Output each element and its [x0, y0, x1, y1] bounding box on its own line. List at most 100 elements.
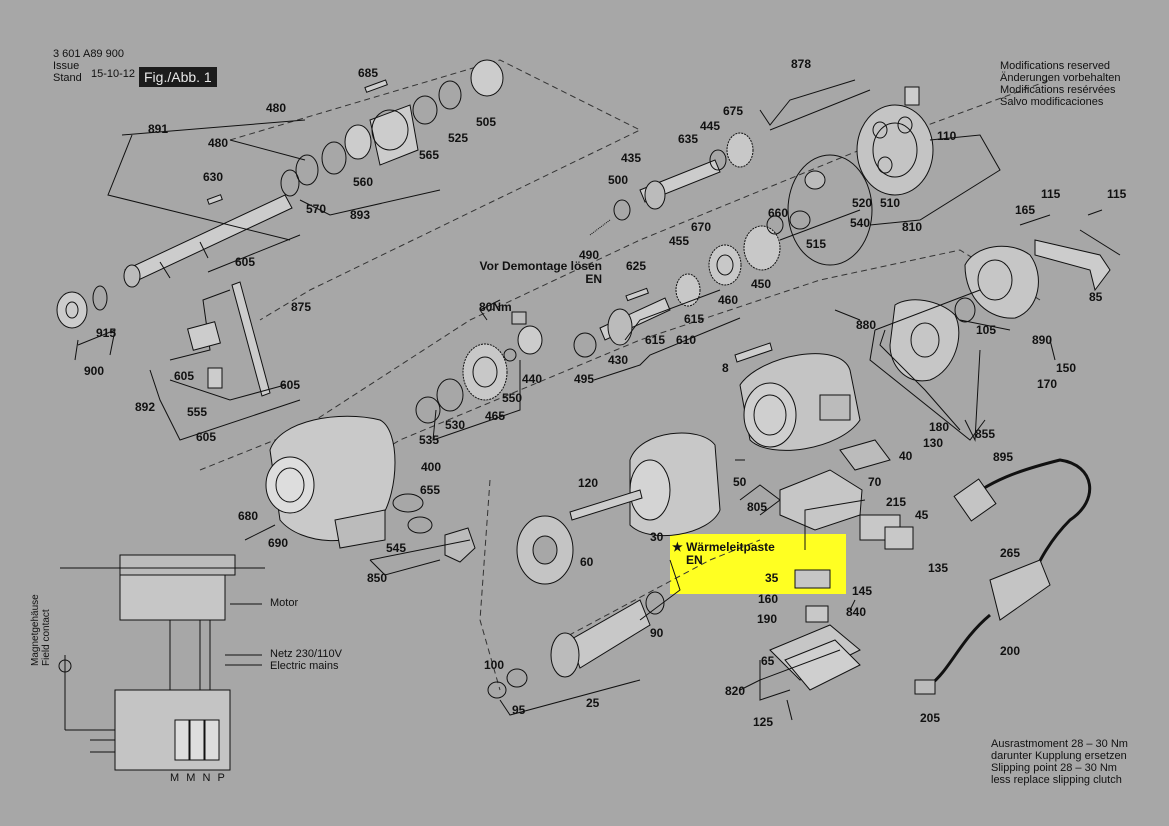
- gear-train: [415, 225, 781, 424]
- issue-date: 15-10-12: [91, 68, 136, 80]
- part-number: 170: [1037, 377, 1058, 391]
- part-number: 820: [725, 684, 746, 698]
- part-number: 200: [1000, 644, 1021, 658]
- part-number: 35: [765, 571, 779, 585]
- part-number: 100: [484, 658, 505, 672]
- modifications-note: Modifications reserved Änderungen vorbeh…: [1000, 60, 1120, 108]
- part-number: 605: [174, 369, 195, 383]
- clutch-line: Ausrastmoment 28 – 30 Nm: [991, 738, 1128, 750]
- part-number: 615: [645, 333, 666, 347]
- part-number: 480: [266, 101, 287, 115]
- part-number: 520: [852, 196, 873, 210]
- gear-flange: [856, 86, 934, 196]
- part-number: 90: [650, 626, 664, 640]
- terminal-labels: M M N P: [170, 772, 227, 784]
- thermal-paste-line: EN: [686, 553, 703, 567]
- part-number: 893: [350, 208, 371, 222]
- part-number: 50: [733, 475, 747, 489]
- part-number: 605: [235, 255, 256, 269]
- mains-line: Electric mains: [270, 660, 339, 672]
- thermal-paste-note: ★ Wärmeleitpaste EN: [672, 541, 775, 567]
- doc-number: 3 601 A89 900: [53, 48, 124, 60]
- part-number: 540: [850, 216, 871, 230]
- switch-assembly: [769, 439, 914, 721]
- part-number: 115: [1041, 187, 1061, 201]
- part-number: 95: [512, 703, 526, 717]
- part-number: 510: [880, 196, 901, 210]
- part-number: 25: [586, 696, 600, 710]
- part-number: 190: [757, 612, 778, 626]
- part-number: 400: [421, 460, 442, 474]
- mains-label: Netz 230/110V Electric mains: [270, 648, 342, 672]
- part-number: 615: [684, 312, 705, 326]
- thermal-paste-line: ★ Wärmeleitpaste: [672, 540, 775, 554]
- part-number: 40: [899, 449, 913, 463]
- part-number: 455: [669, 234, 690, 248]
- part-number: 525: [448, 131, 469, 145]
- part-number: 215: [886, 495, 907, 509]
- clutch-note: Ausrastmoment 28 – 30 Nm darunter Kupplu…: [991, 738, 1128, 786]
- part-number: 855: [975, 427, 996, 441]
- part-number: 630: [203, 170, 224, 184]
- modifications-line: Modifications reserved: [1000, 60, 1111, 72]
- part-number: 150: [1056, 361, 1077, 375]
- part-number: 165: [1015, 203, 1036, 217]
- figure-label: Fig./Abb. 1: [139, 67, 217, 87]
- part-number: 685: [358, 66, 379, 80]
- part-number: 490: [579, 248, 600, 262]
- part-number: 550: [502, 391, 523, 405]
- part-number: 670: [691, 220, 712, 234]
- part-number: 480: [208, 136, 229, 150]
- part-number: 565: [419, 148, 440, 162]
- modifications-line: Änderungen vorbehalten: [1000, 72, 1121, 84]
- part-number: 180: [929, 420, 950, 434]
- motor-field-armature: [487, 432, 721, 699]
- upper-shaft: [589, 132, 873, 266]
- mains-line: Netz 230/110V: [270, 648, 342, 660]
- part-number: 45: [915, 508, 929, 522]
- modifications-line: Salvo modificaciones: [1000, 96, 1104, 108]
- part-number: 850: [367, 571, 388, 585]
- part-number: 450: [751, 277, 772, 291]
- power-cord: [914, 458, 1092, 695]
- torque-label: 80Nm: [479, 300, 512, 314]
- part-number: 440: [522, 372, 543, 386]
- rear-cover: [954, 209, 1111, 323]
- part-number: 145: [852, 584, 873, 598]
- part-number: 900: [84, 364, 105, 378]
- part-number: 65: [761, 654, 775, 668]
- part-number: 530: [445, 418, 466, 432]
- part-number: 675: [723, 104, 744, 118]
- part-number: 690: [268, 536, 289, 550]
- part-number: 265: [1000, 546, 1021, 560]
- part-number: 605: [196, 430, 217, 444]
- part-number: 515: [806, 237, 827, 251]
- field-contact-line: Field contact: [41, 609, 52, 666]
- part-number: 605: [280, 378, 301, 392]
- rod-assembly: [149, 234, 301, 441]
- part-number: 115: [1107, 187, 1127, 201]
- part-number: 8: [722, 361, 729, 375]
- demontage-line: EN: [585, 272, 602, 286]
- part-number: 535: [419, 433, 440, 447]
- part-number: 915: [96, 326, 117, 340]
- clutch-line: less replace slipping clutch: [991, 774, 1122, 786]
- clutch-line: Slipping point 28 – 30 Nm: [991, 762, 1117, 774]
- document-header: 3 601 A89 900 Issue Stand: [53, 48, 124, 84]
- part-number: 840: [846, 605, 867, 619]
- part-number: 891: [148, 122, 169, 136]
- part-number: 545: [386, 541, 407, 555]
- part-number: 505: [476, 115, 497, 129]
- motor-housing: [739, 299, 960, 451]
- part-number: 30: [650, 530, 664, 544]
- demontage-note: Vor Demontage lösen EN: [474, 260, 602, 286]
- part-number: 810: [902, 220, 923, 234]
- part-number: 890: [1032, 333, 1053, 347]
- part-number: 60: [580, 555, 594, 569]
- stand-label: Stand: [53, 72, 82, 84]
- part-number: 610: [676, 333, 697, 347]
- field-contact-line: Magnetgehäuse: [30, 594, 41, 666]
- part-number: 560: [353, 175, 374, 189]
- part-number: 435: [621, 151, 642, 165]
